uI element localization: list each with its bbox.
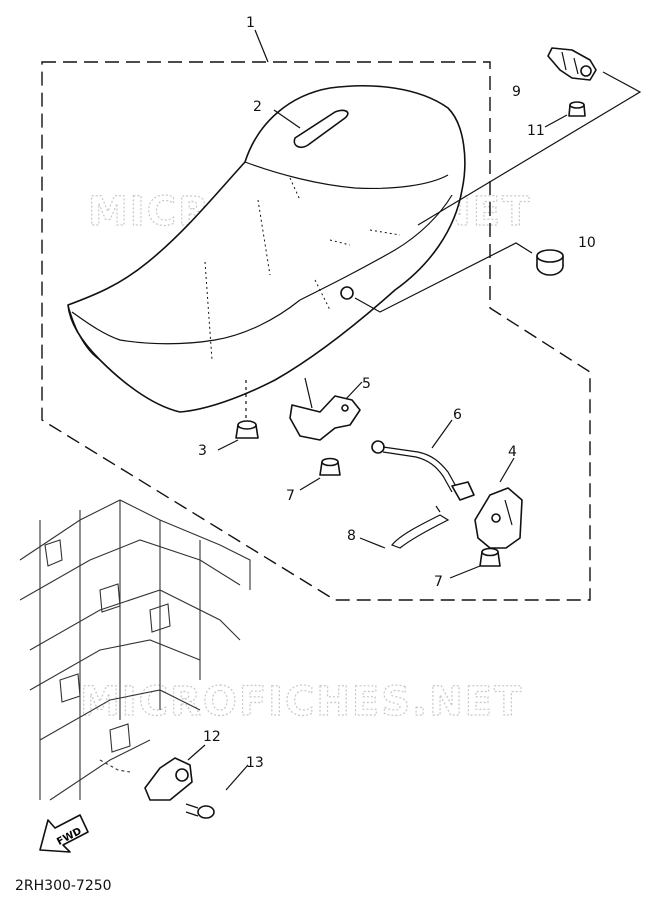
leader-7a: [299, 477, 321, 491]
callout-1: 1: [246, 15, 255, 31]
callout-7b: 7: [434, 574, 443, 590]
seat-bracket-part: [144, 757, 193, 801]
spring-part: [391, 505, 450, 549]
grommet-part: [235, 420, 259, 439]
callout-8: 8: [347, 528, 356, 544]
leader-2: [273, 109, 301, 129]
nut-part-top: [319, 457, 341, 476]
leader-11: [544, 114, 568, 128]
nut-part-bottom: [479, 547, 501, 567]
leader-1: [254, 29, 269, 63]
diagram-code: 2RH300-7250: [15, 878, 112, 894]
bracket-part: [289, 377, 361, 441]
lock-part: [474, 487, 523, 549]
bolt-part-11: [568, 101, 586, 117]
callout-9: 9: [512, 84, 521, 100]
hook-part: [547, 47, 597, 81]
frame-sketch: [19, 499, 251, 801]
leader-12: [187, 744, 206, 761]
callout-13: 13: [246, 755, 264, 771]
assembly-boundary: [41, 61, 591, 601]
leader-10-chain: [354, 242, 533, 313]
seat-part: [67, 84, 466, 413]
callout-11: 11: [527, 123, 545, 139]
leader-7b: [449, 565, 481, 579]
callout-4: 4: [508, 444, 517, 460]
leader-13: [225, 764, 249, 791]
leader-3: [217, 439, 239, 451]
callout-5: 5: [362, 376, 371, 392]
bolt-part-13: [185, 803, 215, 819]
fwd-arrow-icon: FWD: [39, 814, 89, 853]
watermark-bottom: MICROFICHES.NET: [80, 679, 523, 725]
leader-4: [499, 457, 515, 483]
leader-8: [359, 537, 386, 549]
callout-2: 2: [253, 99, 262, 115]
callout-12: 12: [203, 729, 221, 745]
leader-9-11-chain: [417, 71, 642, 226]
callout-10: 10: [578, 235, 596, 251]
collar-part: [536, 249, 564, 276]
callout-3: 3: [198, 443, 207, 459]
callout-7a: 7: [286, 488, 295, 504]
cable-part: [371, 440, 475, 501]
leader-5: [344, 381, 363, 401]
callout-6: 6: [453, 407, 462, 423]
leader-6: [431, 419, 453, 449]
